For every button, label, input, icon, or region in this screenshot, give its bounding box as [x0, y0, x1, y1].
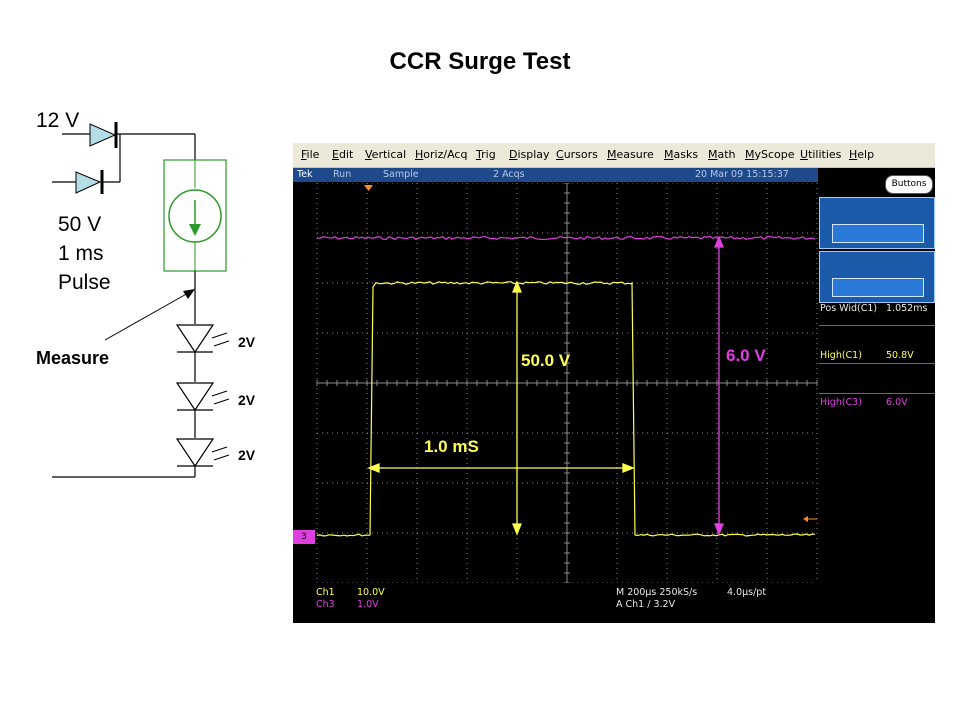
menu-display[interactable]: Display	[509, 148, 550, 161]
ch3-label: Ch3	[316, 599, 335, 610]
oscilloscope-screen: File Edit Vertical Horiz/Acq Trig Displa…	[293, 143, 935, 623]
readout-slot-2[interactable]	[819, 251, 935, 303]
label-pulse-voltage: 50 V	[58, 213, 102, 236]
readout-divider	[819, 363, 935, 364]
menu-cursors[interactable]: Cursors	[556, 148, 598, 161]
readout-divider	[819, 393, 935, 394]
measure-pointer	[104, 291, 191, 341]
led-3	[175, 438, 215, 468]
readout-divider	[819, 325, 935, 326]
diode-12v	[89, 123, 117, 147]
led-label-1: 2V	[238, 334, 256, 350]
meas-pos-width-value: 1.052ms	[886, 303, 928, 314]
readout-panel	[819, 197, 935, 563]
annot-pulse-width: 1.0 mS	[424, 437, 479, 456]
timebase-readout: M 200µs 250kS/s	[616, 587, 698, 598]
points-readout: 4.0µs/pt	[727, 587, 767, 598]
label-12v: 12 V	[36, 109, 80, 132]
led-emission-arrow	[211, 390, 228, 397]
trigger-position-icon	[364, 185, 373, 191]
ch1-scale: 10.0V	[357, 587, 385, 598]
led-emission-arrow	[213, 340, 230, 347]
label-pulse: 50 V 1 ms Pulse	[58, 210, 111, 297]
readout-slot-1-field[interactable]	[832, 224, 924, 243]
led-1	[175, 324, 215, 354]
menu-utilities[interactable]: Utilities	[800, 148, 842, 161]
menu-edit[interactable]: Edit	[332, 148, 354, 161]
menu-trig[interactable]: Trig	[476, 148, 496, 161]
label-pulse-word: Pulse	[58, 271, 111, 294]
ch3-amplitude-arrow	[714, 235, 724, 536]
measure-pointer-head	[183, 289, 195, 299]
trigger-readout: A Ch1 ∕ 3.2V	[616, 599, 676, 610]
led-label-3: 2V	[238, 447, 256, 463]
meas-high-c3-value: 6.0V	[886, 397, 908, 408]
led-emission-arrow	[213, 454, 230, 461]
diode-pulse	[75, 171, 102, 194]
menu-file[interactable]: File	[301, 148, 320, 161]
meas-pos-width-label: Pos Wid(C1)	[820, 303, 878, 314]
ch1-label: Ch1	[316, 587, 335, 598]
ch3-scale: 1.0V	[357, 599, 379, 610]
trigger-level-arrowhead	[803, 516, 808, 522]
status-run: Run	[333, 169, 352, 180]
annot-ch3-high: 6.0 V	[726, 346, 766, 365]
buttons-toggle[interactable]: Buttons	[885, 175, 933, 194]
menu-measure[interactable]: Measure	[607, 148, 654, 161]
menu-masks[interactable]: Masks	[664, 148, 699, 161]
status-mode: Sample	[383, 169, 419, 180]
menu-vertical[interactable]: Vertical	[365, 148, 407, 161]
slide-title: CCR Surge Test	[389, 48, 571, 75]
meas-high-c3-label: High(C3)	[820, 397, 862, 408]
led-2	[175, 382, 215, 412]
readout-slot-2-field[interactable]	[832, 278, 924, 297]
menu-math[interactable]: Math	[708, 148, 736, 161]
circuit-schematic	[52, 122, 230, 478]
led-label-2: 2V	[238, 392, 256, 408]
status-brand: Tek	[297, 169, 313, 180]
led-emission-arrow	[213, 398, 230, 405]
annot-ch1-high: 50.0 V	[521, 351, 571, 370]
status-datetime: 20 Mar 09 15:15:37	[695, 169, 789, 180]
status-acqs: 2 Acqs	[493, 169, 525, 180]
ch1-amplitude-arrow	[512, 280, 522, 536]
graticule	[316, 183, 818, 583]
menu-myscope[interactable]: MyScope	[745, 148, 795, 161]
current-arrow-head	[189, 224, 201, 236]
waveform-display	[316, 183, 818, 583]
label-pulse-width: 1 ms	[58, 242, 104, 265]
ch3-waveform	[316, 235, 816, 241]
menu-horiz-acq[interactable]: Horiz/Acq	[415, 148, 468, 161]
led-emission-arrow	[211, 332, 228, 339]
meas-high-c1-label: High(C1)	[820, 350, 862, 361]
label-measure: Measure	[36, 348, 110, 368]
ch3-ground-marker: 3	[293, 530, 315, 544]
meas-high-c1-value: 50.8V	[886, 350, 914, 361]
pulse-width-arrow	[367, 463, 635, 473]
ch1-waveform	[316, 281, 815, 537]
menu-help[interactable]: Help	[849, 148, 875, 161]
scope-menu-bar: File Edit Vertical Horiz/Acq Trig Displa…	[293, 143, 935, 168]
readout-slot-1[interactable]	[819, 197, 935, 249]
led-emission-arrow	[211, 446, 228, 453]
circuit-diagram	[0, 90, 280, 500]
scope-status-bar: Tek Run Sample 2 Acqs 20 Mar 09 15:15:37	[293, 168, 818, 182]
